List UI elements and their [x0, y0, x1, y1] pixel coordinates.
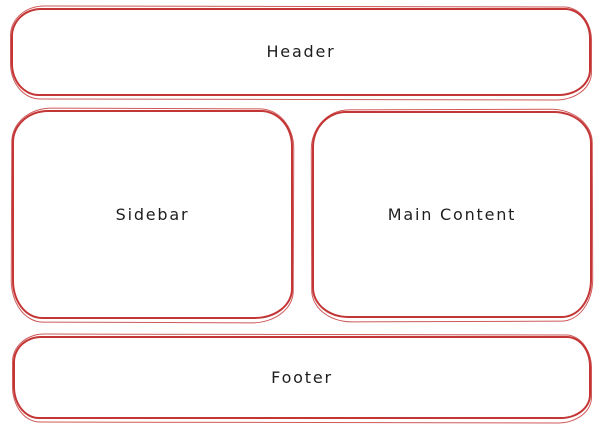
sidebar-label: Sidebar — [115, 204, 190, 224]
header-label: Header — [266, 42, 336, 61]
main-content-label: Main Content — [387, 204, 517, 224]
header-box: Header — [11, 8, 591, 96]
main-content-box: Main Content — [312, 111, 592, 318]
sidebar-box: Sidebar — [12, 110, 293, 319]
footer-label: Footer — [271, 367, 333, 387]
footer-box: Footer — [13, 336, 591, 419]
